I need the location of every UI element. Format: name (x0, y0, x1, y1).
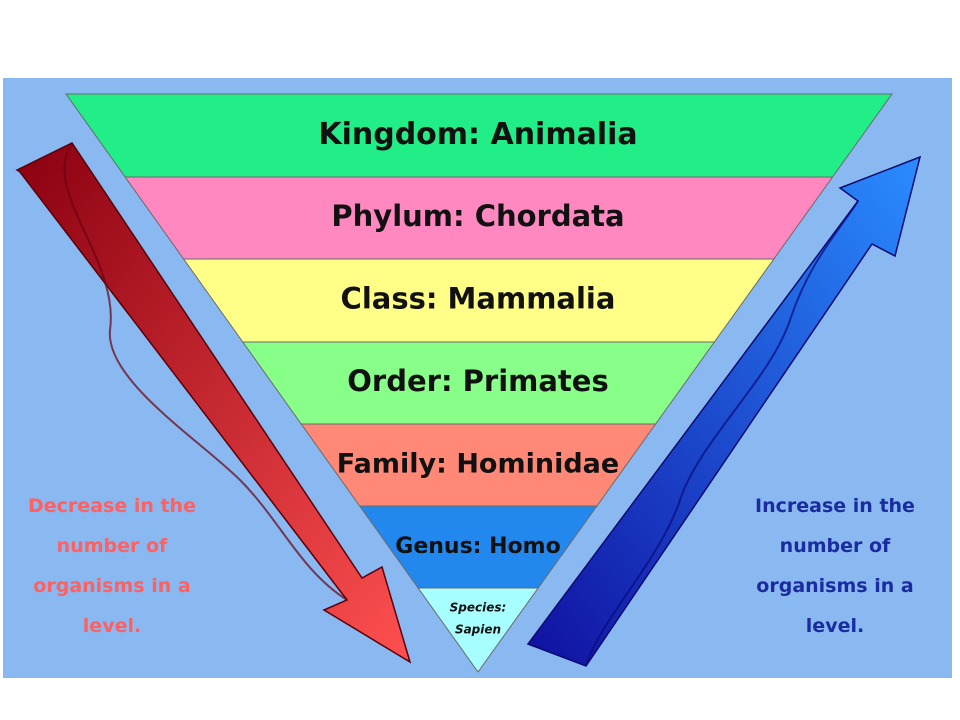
species-label-line: Sapien (455, 623, 501, 637)
pyramid-band-7 (417, 587, 540, 673)
level-label-3: Class: Mammalia (341, 282, 616, 316)
decrease-note-line: level. (82, 615, 142, 637)
increase-arrow (526, 155, 922, 667)
increase-note: Increase in the number of organisms in a… (737, 486, 933, 646)
decrease-arrow (15, 142, 412, 664)
decrease-note-line: organisms in a (33, 575, 191, 597)
level-label-2: Phylum: Chordata (331, 199, 624, 233)
increase-note-line: level. (805, 615, 865, 637)
level-label-6: Genus: Homo (395, 534, 560, 559)
level-label-4: Order: Primates (347, 364, 608, 398)
level-label-1: Kingdom: Animalia (318, 117, 637, 152)
decrease-note: Decrease in the number of organisms in a… (14, 486, 210, 646)
decrease-note-line: number of (56, 535, 168, 557)
increase-note-line: number of (779, 535, 891, 557)
increase-note-line: Increase in the (755, 495, 915, 517)
increase-note-line: organisms in a (756, 575, 914, 597)
decrease-note-line: Decrease in the (28, 495, 196, 517)
level-label-5: Family: Hominidae (337, 449, 619, 480)
pyramid-bands (65, 93, 893, 673)
species-label-line: Species: (450, 601, 507, 615)
